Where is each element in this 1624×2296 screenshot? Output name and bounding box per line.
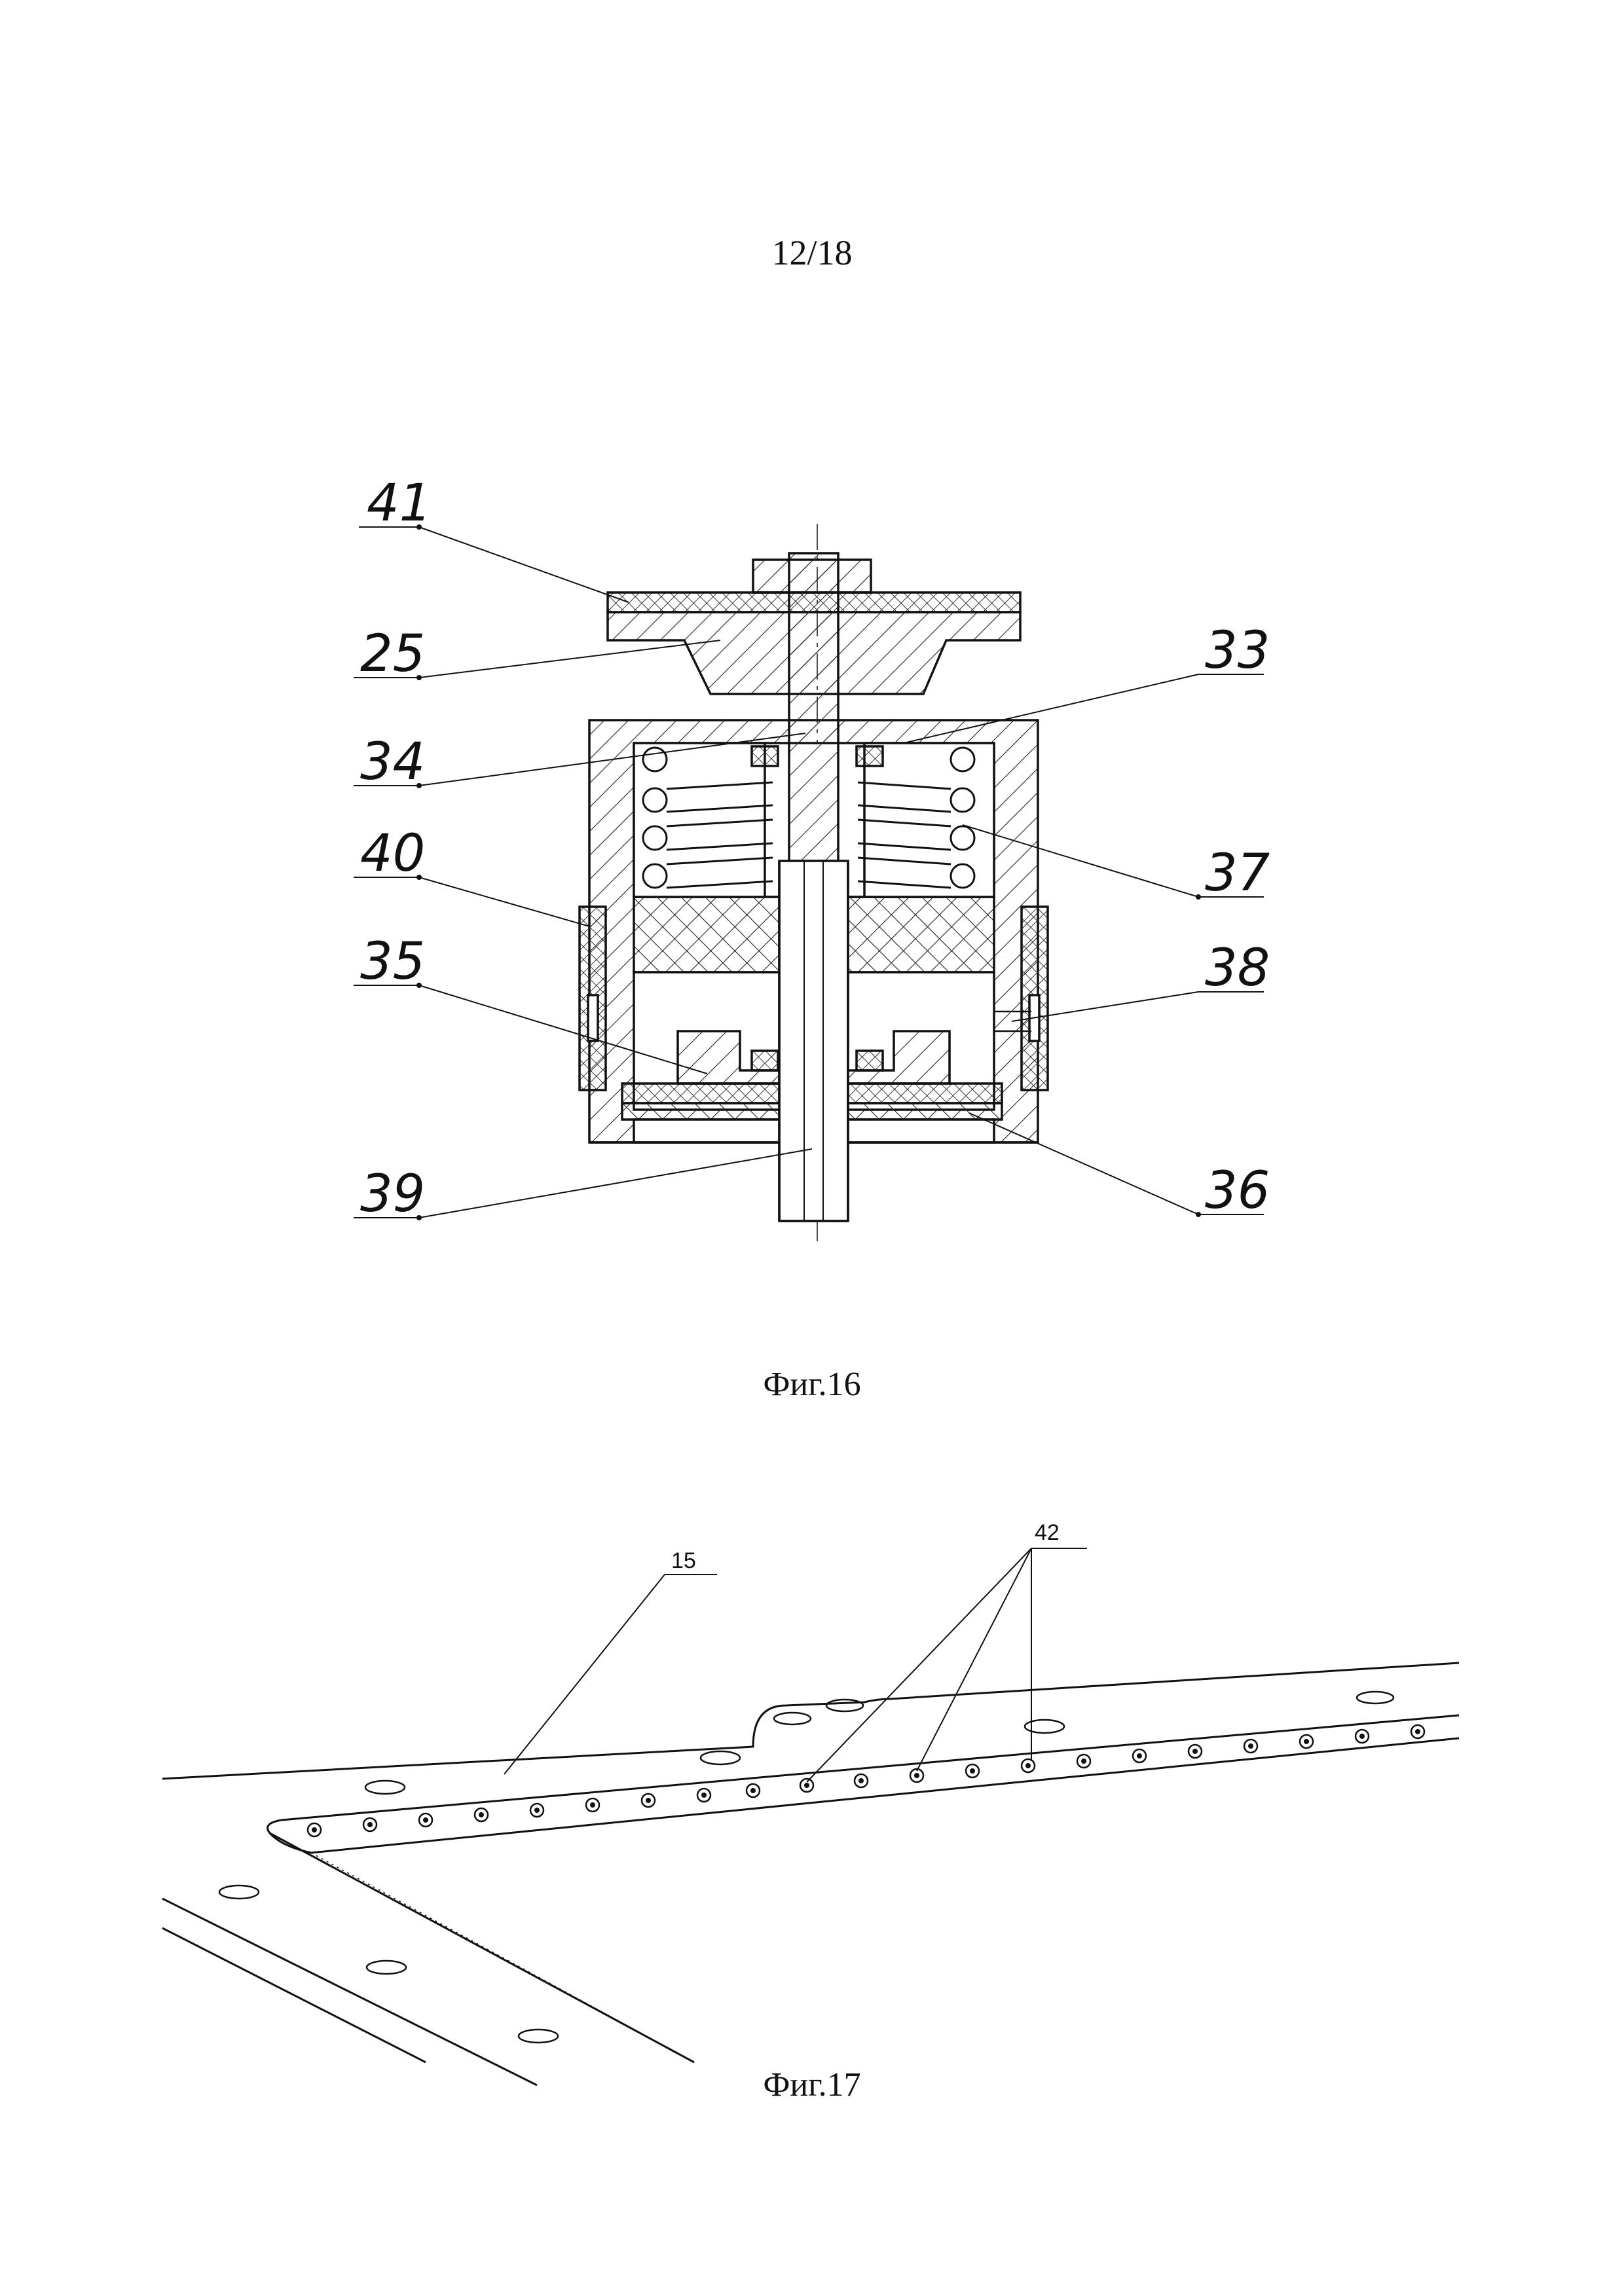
figure-16-caption: Фиг.16 [0, 1365, 1624, 1404]
figure-16-section-view [354, 524, 1264, 1244]
label-34: 34 [360, 733, 425, 792]
label-41: 41 [367, 474, 432, 533]
figure-17-frame-view [162, 1548, 1459, 2085]
figure-17-caption: Фиг.17 [0, 2066, 1624, 2104]
label-38: 38 [1205, 939, 1270, 998]
label-37: 37 [1205, 844, 1270, 903]
label-36: 36 [1205, 1161, 1270, 1220]
label-15: 15 [671, 1548, 696, 1573]
label-35: 35 [360, 932, 425, 991]
label-39: 39 [360, 1165, 425, 1224]
label-33: 33 [1205, 621, 1270, 680]
label-42: 42 [1035, 1520, 1060, 1545]
label-40: 40 [360, 824, 425, 883]
label-25: 25 [360, 625, 425, 683]
